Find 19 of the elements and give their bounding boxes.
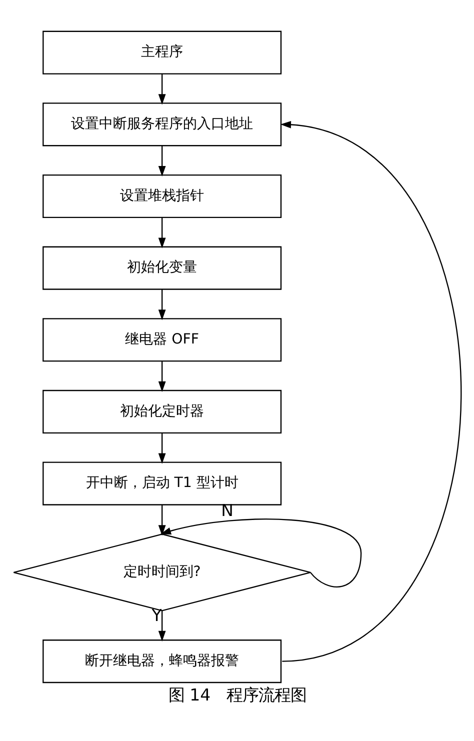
arrow bbox=[280, 120, 461, 662]
node-box: 断开继电器，蜂鸣器报警 bbox=[42, 640, 282, 684]
node-box: 开中断，启动 T1 型计时 bbox=[42, 462, 282, 506]
arrow bbox=[158, 432, 166, 464]
arrow bbox=[158, 504, 166, 536]
arrow bbox=[158, 74, 166, 105]
node-box: 继电器 OFF bbox=[42, 318, 282, 362]
arrow bbox=[160, 518, 362, 588]
arrow bbox=[158, 146, 166, 177]
node-box: 主程序 bbox=[42, 30, 282, 74]
arrow bbox=[158, 361, 166, 392]
node-box: 设置堆栈指针 bbox=[42, 174, 282, 218]
node-box: 设置中断服务程序的入口地址 bbox=[42, 102, 282, 146]
node-box: 初始化定时器 bbox=[42, 390, 282, 434]
arrow bbox=[158, 289, 166, 320]
arrow bbox=[158, 610, 166, 642]
node-box: 初始化变量 bbox=[42, 246, 282, 290]
caption: 图 14 程序流程图 bbox=[168, 685, 306, 704]
arrow bbox=[158, 218, 166, 248]
